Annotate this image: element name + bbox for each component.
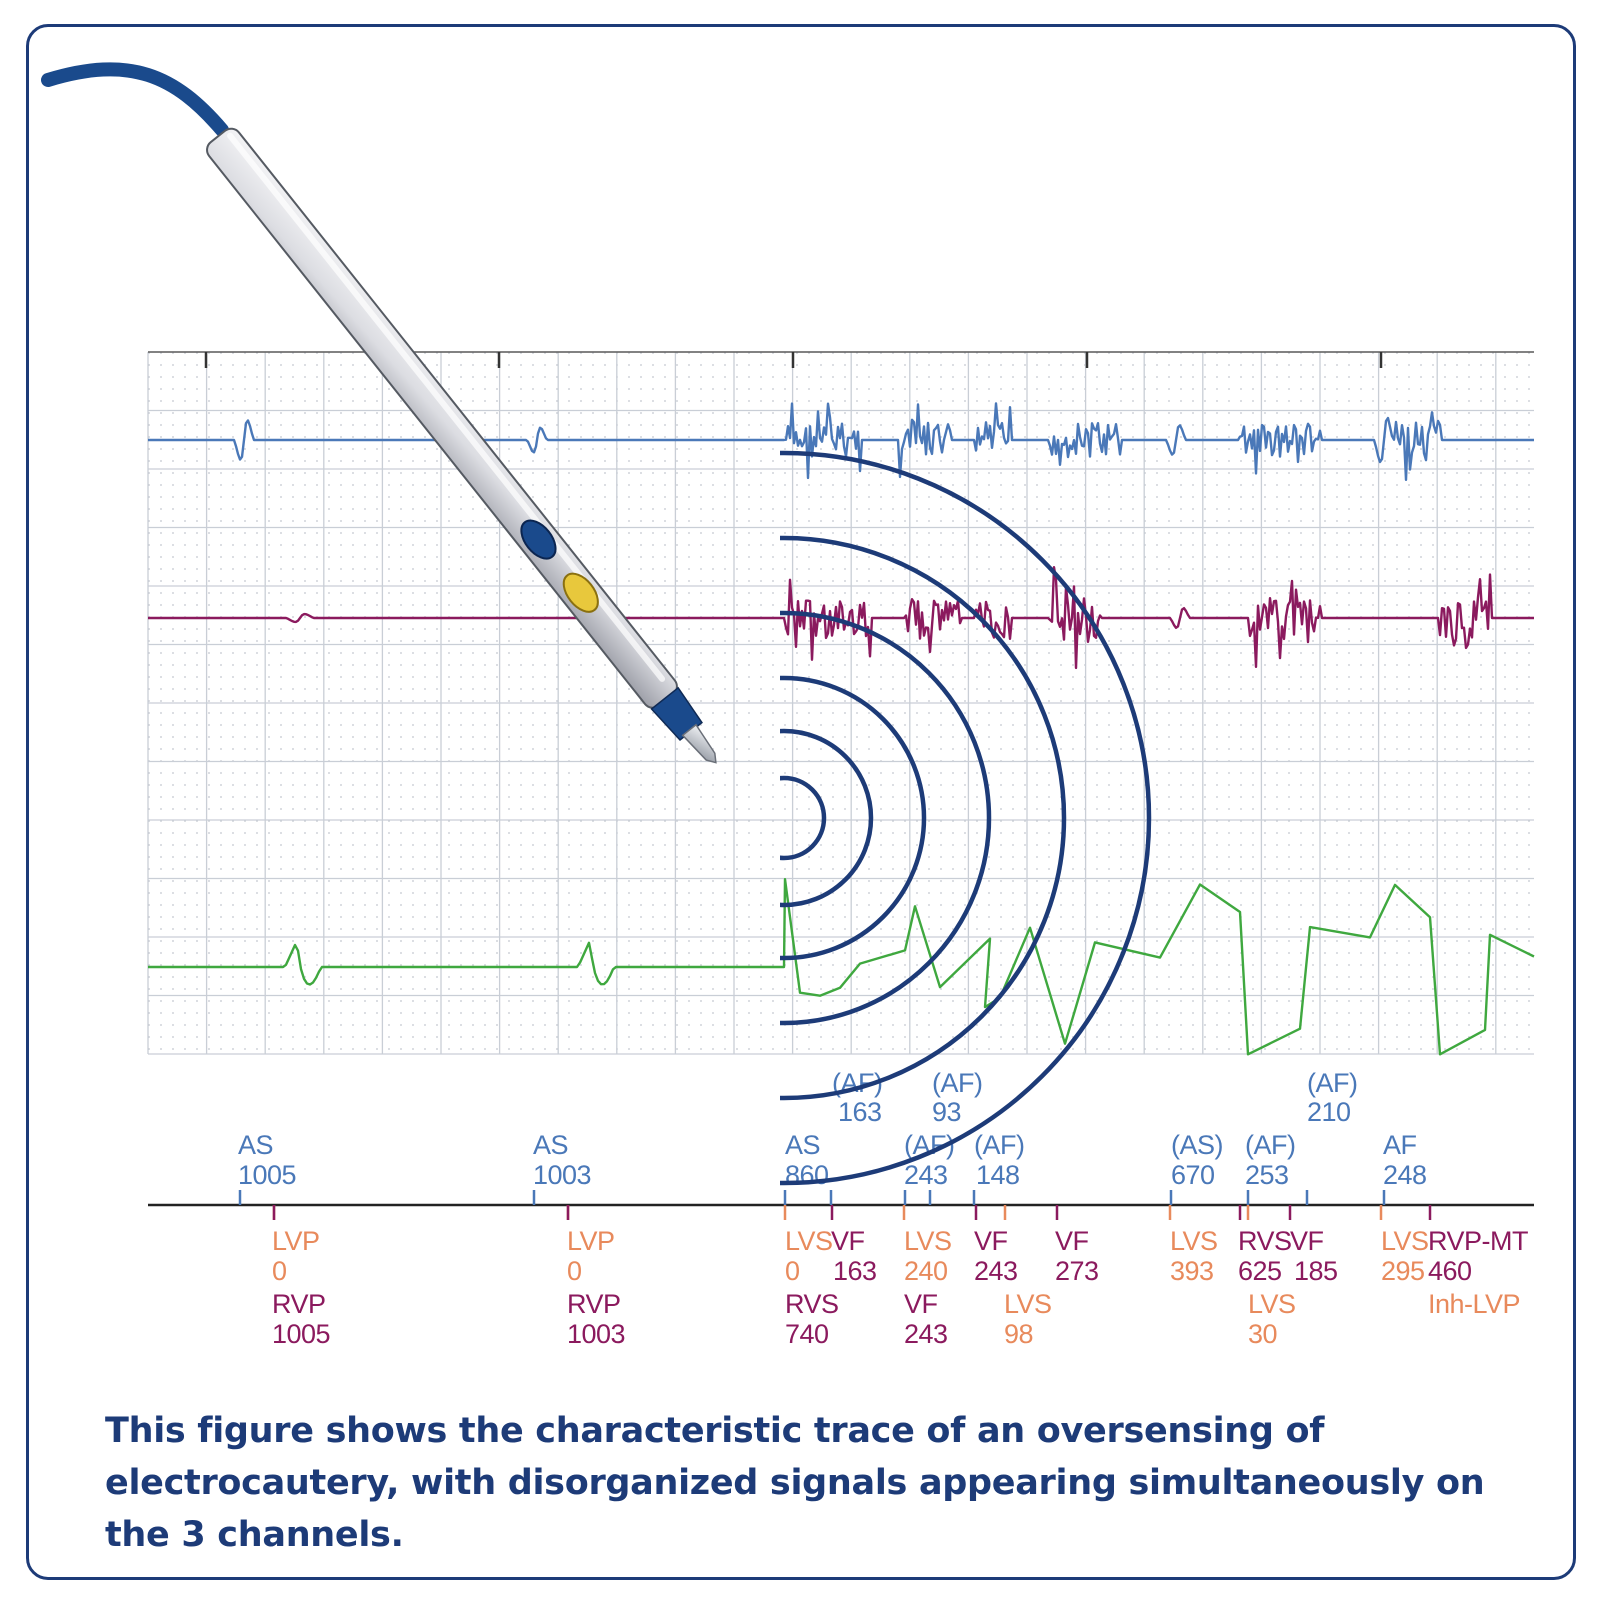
svg-text:0: 0: [567, 1256, 582, 1286]
svg-text:1003: 1003: [567, 1319, 625, 1349]
svg-text:1003: 1003: [533, 1160, 591, 1190]
svg-text:RVP: RVP: [272, 1289, 326, 1319]
svg-text:LVS: LVS: [785, 1226, 833, 1256]
svg-text:AS: AS: [785, 1130, 820, 1160]
svg-text:253: 253: [1245, 1160, 1289, 1190]
atrial-channel-trace: [148, 402, 1534, 481]
svg-text:0: 0: [785, 1256, 800, 1286]
svg-text:98: 98: [1004, 1319, 1033, 1349]
svg-text:625: 625: [1238, 1256, 1282, 1286]
svg-text:210: 210: [1307, 1097, 1351, 1127]
svg-text:(AF): (AF): [1307, 1068, 1357, 1098]
svg-text:273: 273: [1055, 1256, 1099, 1286]
svg-text:1005: 1005: [238, 1160, 296, 1190]
svg-text:(AF): (AF): [932, 1068, 982, 1098]
svg-text:243: 243: [904, 1319, 948, 1349]
svg-text:VF: VF: [904, 1289, 938, 1319]
svg-text:240: 240: [904, 1256, 948, 1286]
emission-wave-arcs: [780, 450, 1152, 1186]
svg-text:295: 295: [1381, 1256, 1425, 1286]
svg-text:1005: 1005: [272, 1319, 330, 1349]
svg-text:LVS: LVS: [1170, 1226, 1218, 1256]
electrocautery-pen-icon: [41, 62, 717, 764]
atrial-marker-5: (AF)93: [932, 1068, 983, 1127]
svg-text:VF: VF: [1290, 1226, 1324, 1256]
atrial-marker-9: (AF)253: [1245, 1130, 1296, 1190]
svg-text:185: 185: [1294, 1256, 1338, 1286]
svg-text:30: 30: [1248, 1319, 1277, 1349]
atrial-marker-7: (AF)148: [974, 1130, 1025, 1190]
ecg-grid: [147, 351, 1534, 1055]
svg-text:93: 93: [932, 1097, 961, 1127]
atrial-marker-10: (AF)210: [1307, 1068, 1358, 1127]
svg-text:AS: AS: [238, 1130, 273, 1160]
svg-text:670: 670: [1171, 1160, 1215, 1190]
svg-text:VF: VF: [1055, 1226, 1089, 1256]
atrial-marker-4: (AF)163: [832, 1068, 883, 1127]
svg-text:LVS: LVS: [1248, 1289, 1296, 1319]
svg-text:LVP: LVP: [567, 1226, 615, 1256]
svg-text:RVP: RVP: [567, 1289, 621, 1319]
svg-text:248: 248: [1383, 1160, 1427, 1190]
svg-text:AS: AS: [533, 1130, 568, 1160]
svg-text:163: 163: [838, 1097, 882, 1127]
svg-text:RVS: RVS: [785, 1289, 839, 1319]
svg-text:RVP-MT: RVP-MT: [1428, 1226, 1528, 1256]
svg-text:LVP: LVP: [272, 1226, 320, 1256]
svg-text:740: 740: [785, 1319, 829, 1349]
figure-frame: [26, 24, 1576, 1580]
rv-channel-trace: [148, 566, 1534, 670]
atrial-marker-8: (AS)670: [1171, 1130, 1224, 1190]
svg-text:VF: VF: [831, 1226, 865, 1256]
vent-lower-marker-7: Inh-LVP: [1428, 1289, 1521, 1319]
svg-text:243: 243: [904, 1160, 948, 1190]
svg-text:RVS: RVS: [1238, 1226, 1292, 1256]
svg-text:0: 0: [272, 1256, 287, 1286]
svg-text:163: 163: [833, 1256, 877, 1286]
svg-text:148: 148: [976, 1160, 1020, 1190]
svg-text:(AF): (AF): [974, 1130, 1024, 1160]
svg-text:(AF): (AF): [1245, 1130, 1295, 1160]
svg-text:LVS: LVS: [1004, 1289, 1052, 1319]
svg-text:Inh-LVP: Inh-LVP: [1428, 1289, 1520, 1319]
svg-text:243: 243: [974, 1256, 1018, 1286]
figure-caption: This figure shows the characteristic tra…: [105, 1411, 1485, 1555]
svg-text:460: 460: [1428, 1256, 1472, 1286]
svg-text:LVS: LVS: [1381, 1226, 1429, 1256]
svg-text:AF: AF: [1383, 1130, 1417, 1160]
svg-text:860: 860: [785, 1160, 829, 1190]
lv-channel-trace: [148, 878, 1535, 1056]
svg-text:(AS): (AS): [1171, 1130, 1223, 1160]
svg-text:LVS: LVS: [904, 1226, 952, 1256]
svg-text:VF: VF: [974, 1226, 1008, 1256]
svg-text:393: 393: [1170, 1256, 1214, 1286]
